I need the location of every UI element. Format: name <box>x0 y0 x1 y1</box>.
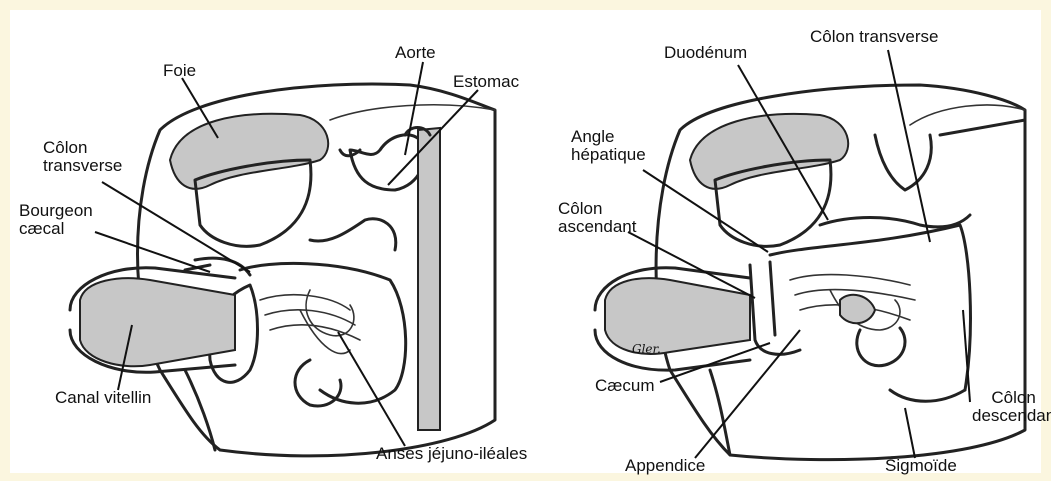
label-appendice: Appendice <box>625 456 705 475</box>
right-embryo-drawing <box>595 85 1025 460</box>
diagram-canvas: Foie Aorte Estomac Côlon transverse Bour… <box>10 10 1041 473</box>
liver-shape <box>170 114 328 189</box>
label-sigmoide: Sigmoïde <box>885 456 957 475</box>
label-colon-transverse-left: Côlon transverse <box>43 139 122 175</box>
label-colon-ascendant: Côlon ascendant <box>558 200 636 236</box>
yolk-canal-shape <box>80 278 235 366</box>
label-estomac: Estomac <box>453 72 519 91</box>
label-anses-jejuno-ileales: Anses jéjuno-iléales <box>376 444 527 463</box>
artist-signature: Gler. <box>632 340 661 359</box>
label-bourgeon-caecal: Bourgeon cæcal <box>19 202 93 238</box>
label-angle-hepatique: Angle hépatique <box>571 128 646 164</box>
label-aorte: Aorte <box>395 43 436 62</box>
label-caecum: Cæcum <box>595 376 655 395</box>
label-duodenum: Duodénum <box>664 43 747 62</box>
label-canal-vitellin: Canal vitellin <box>55 388 151 407</box>
label-colon-descendant: Côlon descendan <box>972 389 1051 425</box>
leader-lines <box>95 50 970 458</box>
label-foie: Foie <box>163 61 196 80</box>
label-colon-transverse-right: Côlon transverse <box>810 27 939 46</box>
